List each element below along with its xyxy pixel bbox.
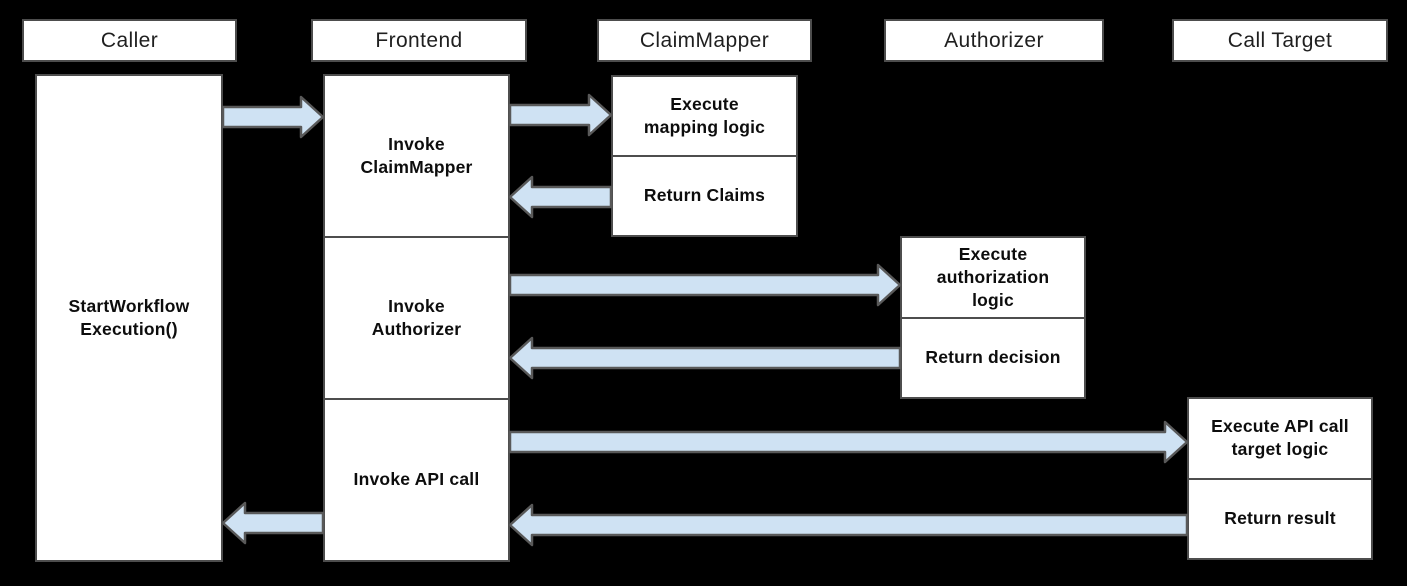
step-label: Return result <box>1224 508 1336 529</box>
lifeline-authorizer: Execute authorization logic Return decis… <box>900 236 1086 399</box>
arrow-frontend-to-authorizer <box>508 263 902 307</box>
step-execute-authorization-logic: Execute authorization logic <box>902 238 1084 317</box>
arrow-caller-to-frontend <box>221 95 325 139</box>
arrow-calltarget-to-frontend <box>508 503 1189 547</box>
step-execute-mapping-logic: Execute mapping logic <box>613 77 796 155</box>
step-label: Invoke ClaimMapper <box>360 133 473 177</box>
step-label: Invoke Authorizer <box>371 295 462 339</box>
step-label: Execute authorization logic <box>936 243 1050 310</box>
step-return-decision: Return decision <box>902 316 1084 398</box>
step-invoke-claimmapper: Invoke ClaimMapper <box>325 76 508 236</box>
step-return-result: Return result <box>1189 477 1371 559</box>
step-startworkflowexecution: StartWorkflow Execution() <box>37 76 221 560</box>
arrow-frontend-to-claimmapper <box>508 93 613 137</box>
step-label: Return Claims <box>643 185 766 206</box>
lifeline-calltarget: Execute API call target logic Return res… <box>1187 397 1373 560</box>
step-label: Return decision <box>925 347 1061 368</box>
header-calltarget: Call Target <box>1172 19 1388 62</box>
step-invoke-api-call: Invoke API call <box>325 398 508 560</box>
header-authorizer: Authorizer <box>884 19 1104 62</box>
step-execute-api-call-target-logic: Execute API call target logic <box>1189 399 1371 478</box>
lifeline-frontend: Invoke ClaimMapper Invoke Authorizer Inv… <box>323 74 510 562</box>
arrow-frontend-to-calltarget <box>508 420 1189 464</box>
header-frontend: Frontend <box>311 19 527 62</box>
header-claimmapper: ClaimMapper <box>597 19 812 62</box>
step-return-claims: Return Claims <box>613 155 796 235</box>
step-label: StartWorkflow Execution() <box>68 295 190 339</box>
step-label: Execute mapping logic <box>643 93 766 137</box>
arrow-authorizer-to-frontend <box>508 336 902 380</box>
step-label: Execute API call target logic <box>1211 416 1349 460</box>
lifeline-caller: StartWorkflow Execution() <box>35 74 223 562</box>
step-label: Invoke API call <box>353 469 480 490</box>
arrow-frontend-to-caller <box>221 501 325 545</box>
step-invoke-authorizer: Invoke Authorizer <box>325 236 508 398</box>
lifeline-claimmapper: Execute mapping logic Return Claims <box>611 75 798 237</box>
arrow-claimmapper-to-frontend <box>508 175 613 219</box>
header-caller: Caller <box>22 19 237 62</box>
